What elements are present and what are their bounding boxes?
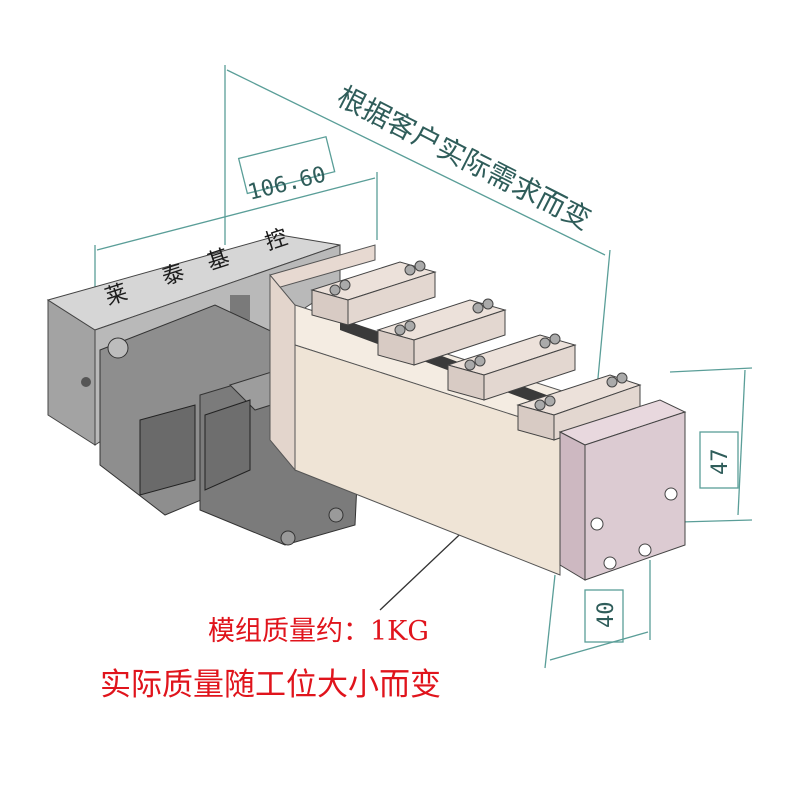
carriage-blocks <box>310 260 642 441</box>
end-plate <box>558 399 687 581</box>
carriage-block-3 <box>446 333 577 401</box>
width-label: 40 <box>594 602 619 629</box>
carriage-block-1 <box>310 260 437 326</box>
dimension-lines <box>94 65 753 669</box>
carriage-block-2 <box>376 298 507 366</box>
actual-mass-note: 实际质量随工位大小而变 <box>100 667 441 703</box>
overall-length-label: 根据客户实际需求而变 <box>332 80 596 237</box>
motor-length-label: 106.60 <box>245 162 328 205</box>
module-mass-note: 模组质量约：1KG <box>208 616 429 647</box>
height-label: 47 <box>708 449 733 476</box>
